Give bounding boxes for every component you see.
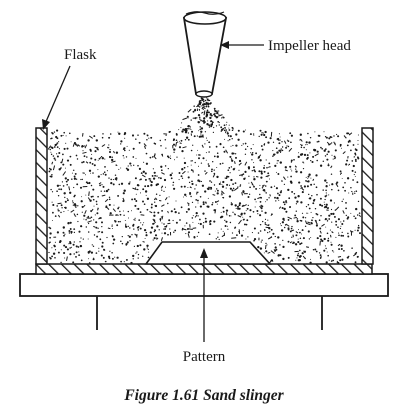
sand-spray bbox=[178, 97, 233, 133]
flask-wall-right bbox=[362, 128, 373, 264]
impeller-head bbox=[184, 12, 226, 97]
pattern-shape bbox=[146, 242, 270, 264]
pattern-label: Pattern bbox=[183, 349, 226, 365]
flask-wall-left bbox=[36, 128, 47, 264]
flask-leader bbox=[45, 66, 70, 124]
flask-label: Flask bbox=[64, 47, 97, 63]
figure-caption: Figure 1.61 Sand slinger bbox=[123, 387, 284, 404]
impeller-head-label: Impeller head bbox=[268, 38, 351, 54]
